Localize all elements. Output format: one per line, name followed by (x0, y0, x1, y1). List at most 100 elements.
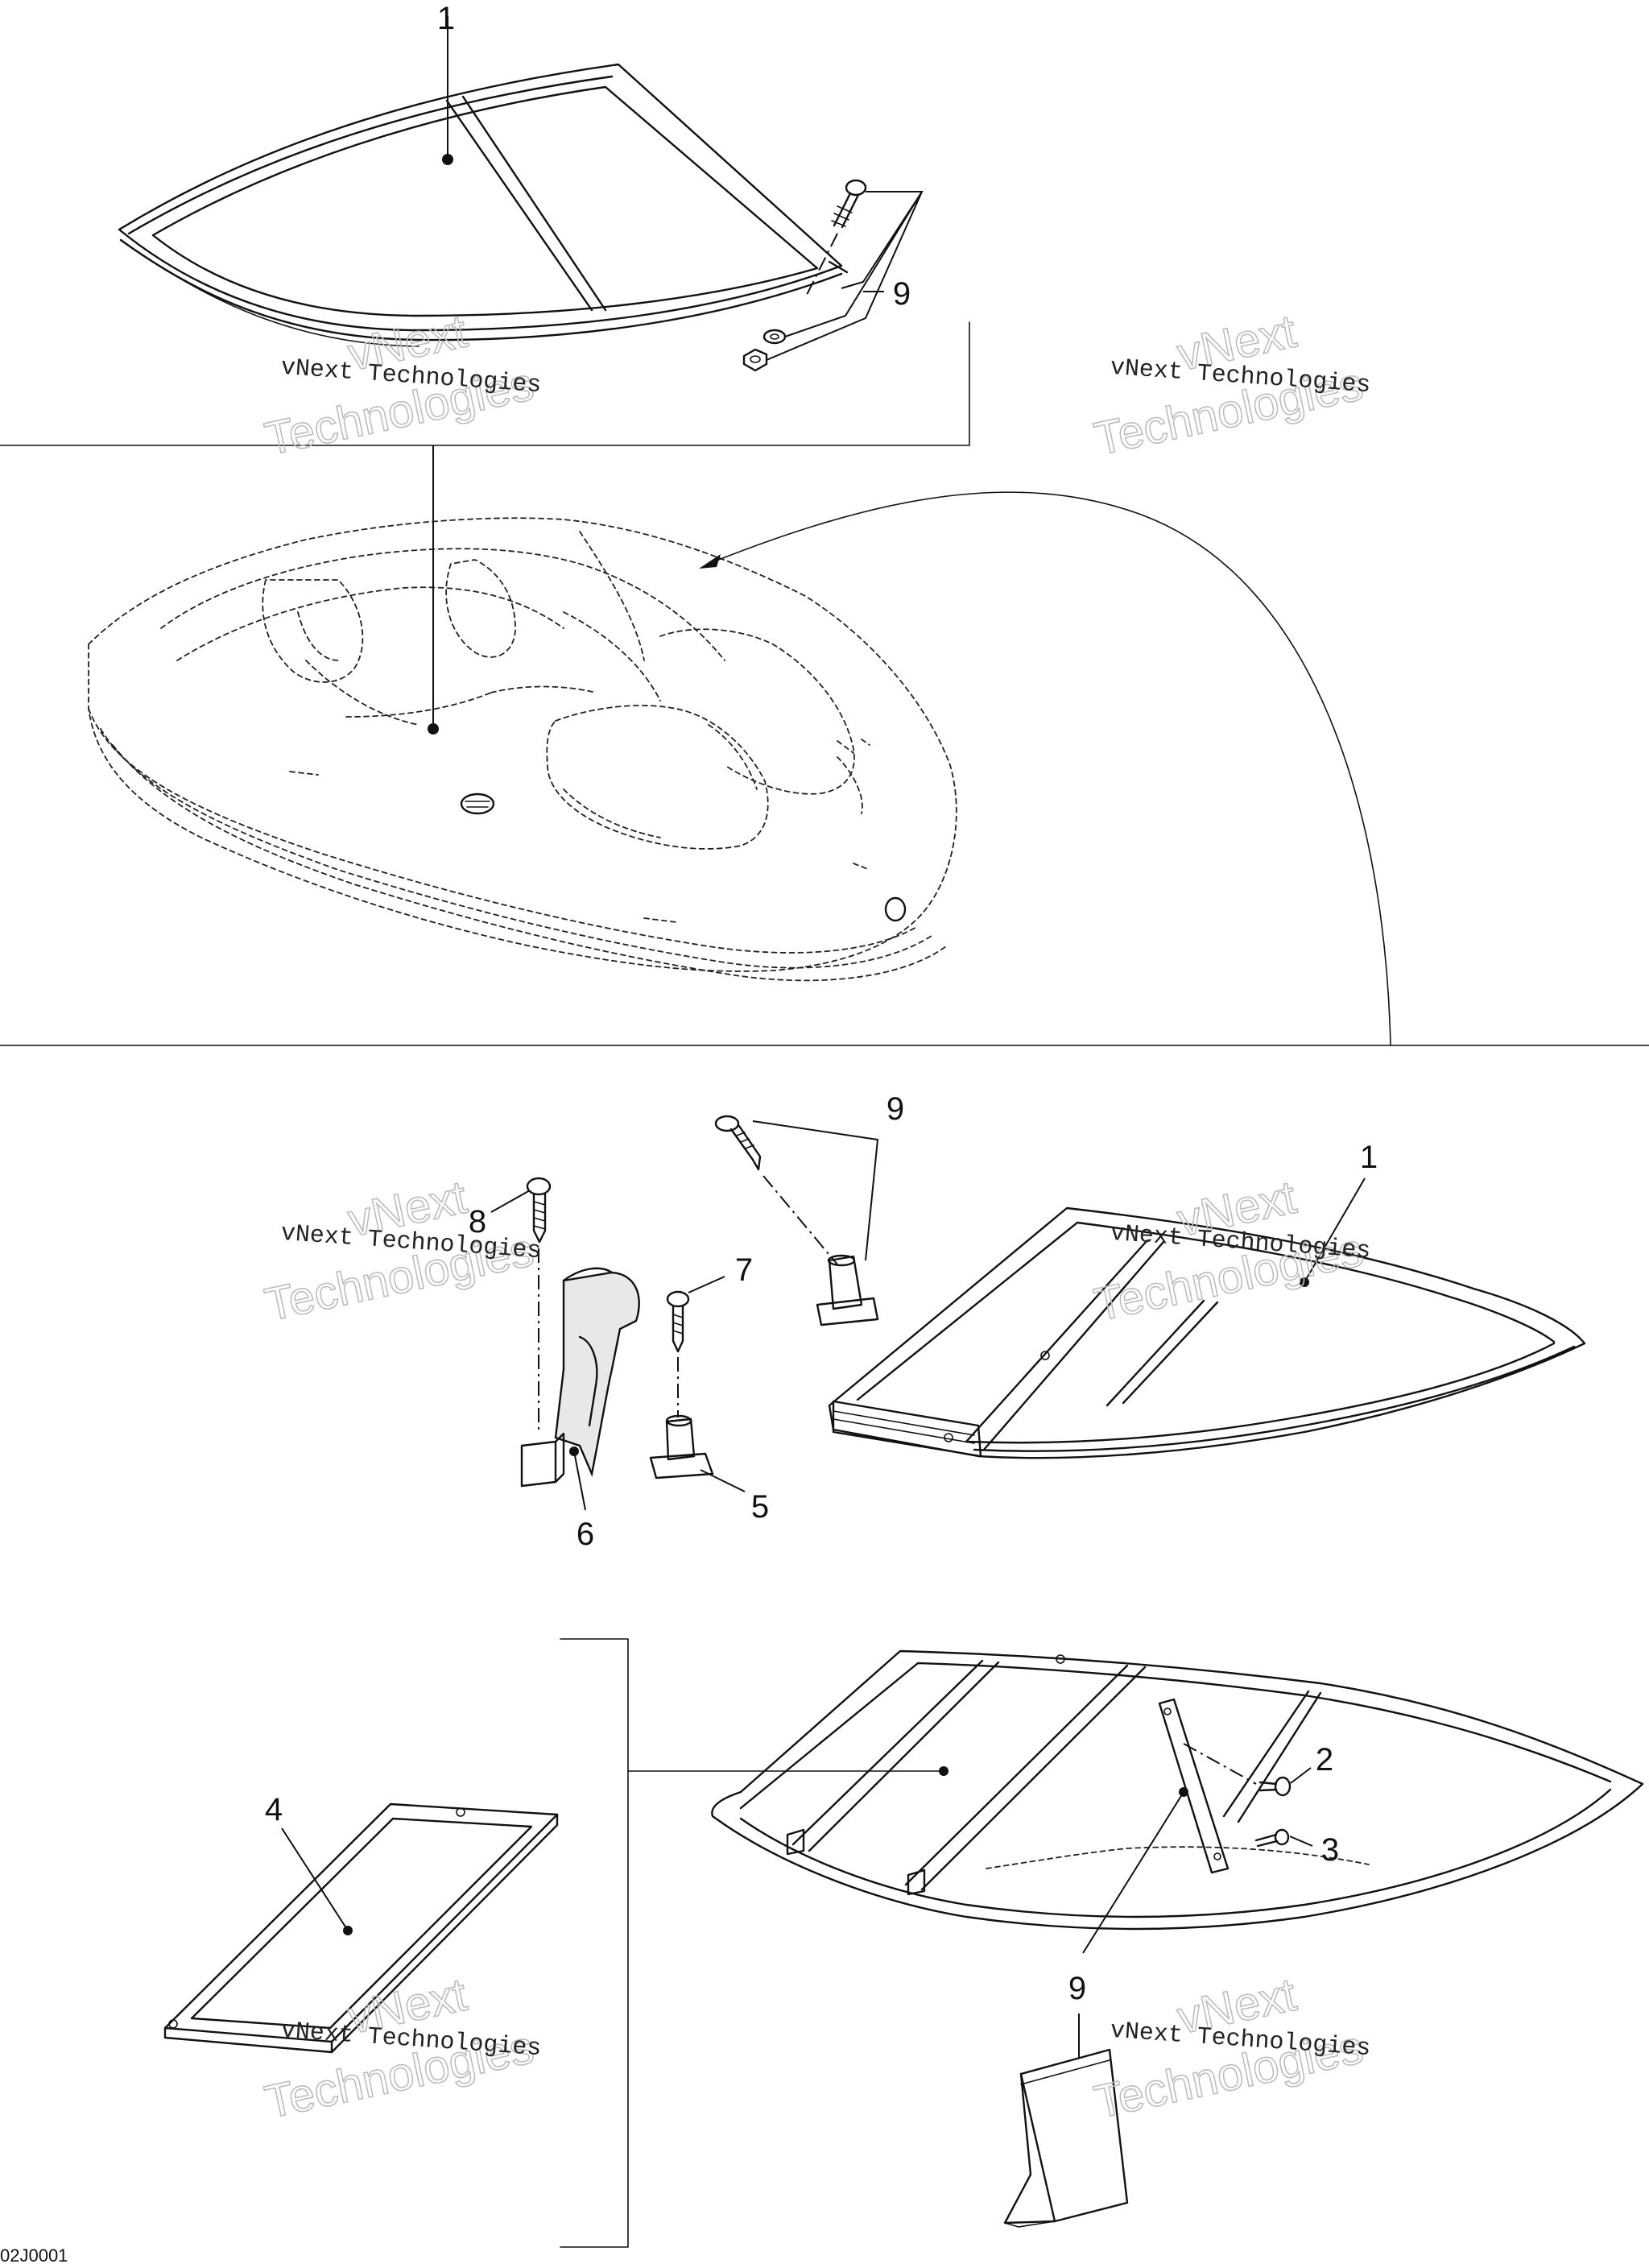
boat-hull-bottom (100, 728, 935, 969)
boat-logo-left-lines (465, 801, 490, 808)
callout-top-9: 9 (893, 276, 911, 312)
screw-2-head (1274, 1776, 1292, 1797)
boat-rubrail (88, 708, 919, 954)
mid-windshield-inner-top (856, 1221, 1556, 1401)
mid-windshield-hole2 (944, 1433, 953, 1442)
mid-windshield-hole (1040, 1351, 1050, 1360)
bot-windshield-inner-bottom (739, 1788, 1612, 1918)
frame-4-edge (163, 1813, 559, 2054)
footer-code: 02J0001 (0, 2245, 68, 2266)
socket-5-top (665, 1414, 692, 1427)
boat-arc-arrowhead (699, 554, 721, 569)
boat-outline (88, 517, 957, 972)
top-windshield-frame-top (127, 75, 614, 235)
watermark-mid-left: vNext Technologies vNext Technologies (260, 1170, 543, 1332)
top-windshield-corner (828, 260, 849, 274)
boat-bow-seat2 (708, 724, 758, 790)
boat-bow-cockpit (546, 705, 769, 850)
callout-mid-1: 1 (1360, 1140, 1378, 1175)
mid-windshield-post2 (1106, 1299, 1219, 1407)
screw-7-shank (672, 1305, 684, 1353)
boat-rear-seat-left (262, 579, 364, 683)
bot-4-leader (281, 1827, 349, 1931)
bot-windshield-post2 (904, 1664, 1147, 1891)
socket-9-post (828, 1255, 863, 1310)
top-windshield-outer (118, 63, 843, 332)
top-windshield (118, 63, 849, 347)
screw-7-socket-5 (649, 1276, 746, 1492)
boat-cockpit-rear (160, 548, 725, 661)
bot-windshield-outer (711, 1649, 1644, 1931)
bracket-6-base-side (554, 1432, 565, 1484)
screw-2-shank (1258, 1781, 1278, 1792)
bag-body (1019, 2048, 1129, 2223)
bot-brace-hole2 (1213, 1852, 1221, 1860)
top-windshield-frame-bottom2 (128, 245, 419, 347)
screw-9-threads (736, 1132, 754, 1149)
bot-2-leader (1290, 1767, 1312, 1784)
screw-8-threads (533, 1201, 546, 1230)
boat-logo-bow (884, 896, 907, 922)
section-dividers (0, 321, 1649, 2248)
boat-rear-seat-right (445, 559, 516, 658)
bag-seal (1020, 2059, 1110, 2085)
screw-9-head (714, 1115, 740, 1132)
bot-hole (1056, 1654, 1065, 1664)
bot-9-leader (1082, 1791, 1184, 1954)
socket-5-post (665, 1418, 696, 1461)
screw-9-axis (763, 1175, 838, 1265)
callout-bot-9: 9 (1068, 1971, 1086, 2006)
mid-1-leader (1304, 1177, 1366, 1283)
mid-windshield-post (965, 1239, 1165, 1451)
top-washer (763, 329, 787, 345)
top-nut (742, 348, 768, 372)
top-nut-hole (750, 355, 761, 363)
bot-assembly-dot (939, 1766, 948, 1776)
callout-bot-2: 2 (1316, 1742, 1333, 1778)
frame-4 (163, 1802, 559, 2054)
screw-8-shank (532, 1192, 547, 1244)
boat-deck-line (563, 611, 661, 702)
top-9-leader-a (841, 191, 924, 289)
screw-3-shank (1254, 1833, 1279, 1848)
frame-4-hole2 (456, 1807, 465, 1817)
mid-9-leader (752, 1120, 879, 1261)
bot-3-leader (1289, 1836, 1313, 1847)
bot-windshield-inner-top (739, 1662, 1612, 1810)
hinge-bracket-6 (520, 1267, 640, 1511)
mid-windshield (828, 1177, 1586, 1459)
top-screw-threads (831, 205, 853, 227)
watermark-bottom-left: vNext Technologies vNext Technologies (260, 1968, 543, 2129)
bracket-6-slot (578, 1335, 598, 1427)
top-screw-axis (804, 233, 838, 299)
bot-windshield-post3 (1222, 1690, 1322, 1823)
watermark-bottom-right: vNext Technologies vNext Technologies (1089, 1968, 1372, 2129)
bot-windshield-post1 (791, 1659, 1000, 1852)
top-hardware (742, 179, 924, 372)
boat-hull-bottom2 (112, 744, 947, 982)
top-windshield-glass (151, 85, 819, 317)
mid-8-leader (490, 1190, 531, 1213)
bot-clip2 (907, 1869, 926, 1896)
screw-9-shank (729, 1124, 762, 1171)
boat-windshield-line (579, 531, 645, 661)
watermark-mid-right: vNext Technologies vNext Technologies (1089, 1170, 1372, 1332)
bag-9 (1003, 2013, 1129, 2228)
top-9-leader-b (784, 191, 923, 337)
screw-9-mid (714, 1115, 879, 1326)
bracket-6-top (562, 1267, 614, 1282)
socket-9-top (827, 1254, 856, 1267)
callout-mid-8: 8 (469, 1204, 486, 1240)
screw-7-head (666, 1290, 690, 1308)
mid-windshield-base-bar (832, 1400, 982, 1458)
boat-cleats (837, 739, 870, 754)
boat-helm (305, 660, 419, 726)
mid-7-leader (688, 1276, 725, 1293)
frame-4-hole1 (168, 2019, 178, 2029)
callout-bot-3: 3 (1321, 1832, 1339, 1868)
mid-6-leader (573, 1451, 586, 1511)
boat-small-marks (289, 771, 870, 923)
top-windshield-frame-bottom (119, 238, 843, 341)
top-washer-hole (770, 333, 779, 340)
